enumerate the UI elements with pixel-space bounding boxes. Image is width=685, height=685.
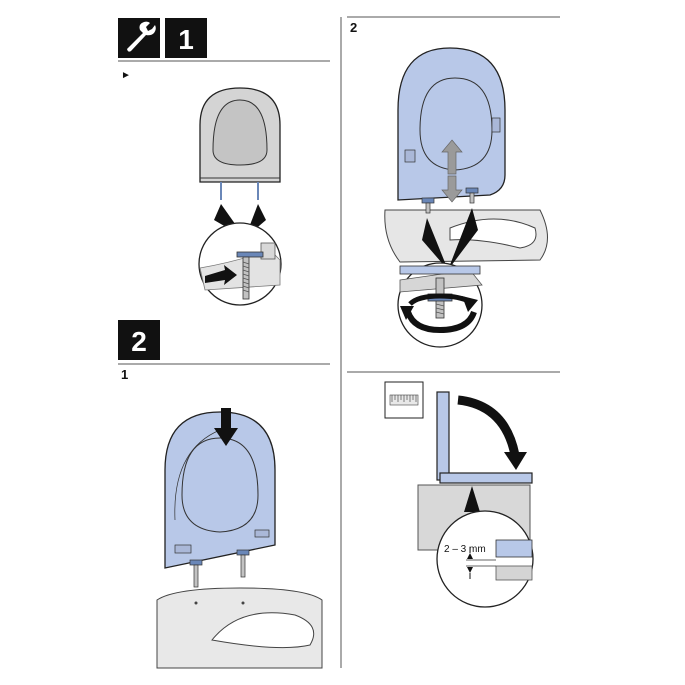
gap-detail-circle [436, 510, 534, 608]
closed-seat [439, 472, 533, 484]
gap-check: 2 – 3 mm [384, 381, 534, 608]
lid-upright [436, 391, 450, 481]
close-arrow-icon [457, 395, 527, 470]
tighten-detail-circle [397, 262, 483, 348]
up-down-arrow-icon [441, 139, 463, 203]
ruler-icon [384, 381, 424, 419]
section-2-badge: 2 [118, 320, 160, 360]
step-1-label: 1 [121, 367, 128, 382]
gap-measurement-label: 2 – 3 mm [444, 544, 486, 555]
seat-bolts [189, 549, 250, 588]
grey-seat-removal [198, 87, 282, 306]
wrench-icon [127, 21, 156, 52]
section-1-badge: 1 [165, 18, 207, 58]
bolt-tightening [384, 47, 548, 348]
seat-placement [156, 408, 323, 669]
section-1-number: 1 [178, 24, 194, 55]
down-arrow-icon [214, 408, 238, 446]
push-arrow-icon [205, 265, 237, 285]
step-2-label-top: 2 [350, 20, 357, 35]
bolt-detail-circle [198, 222, 282, 306]
play-marker: ► [121, 70, 131, 81]
section-2-number: 2 [131, 326, 147, 357]
tool-badge [118, 18, 160, 58]
rotate-arrow-icon [400, 293, 478, 334]
